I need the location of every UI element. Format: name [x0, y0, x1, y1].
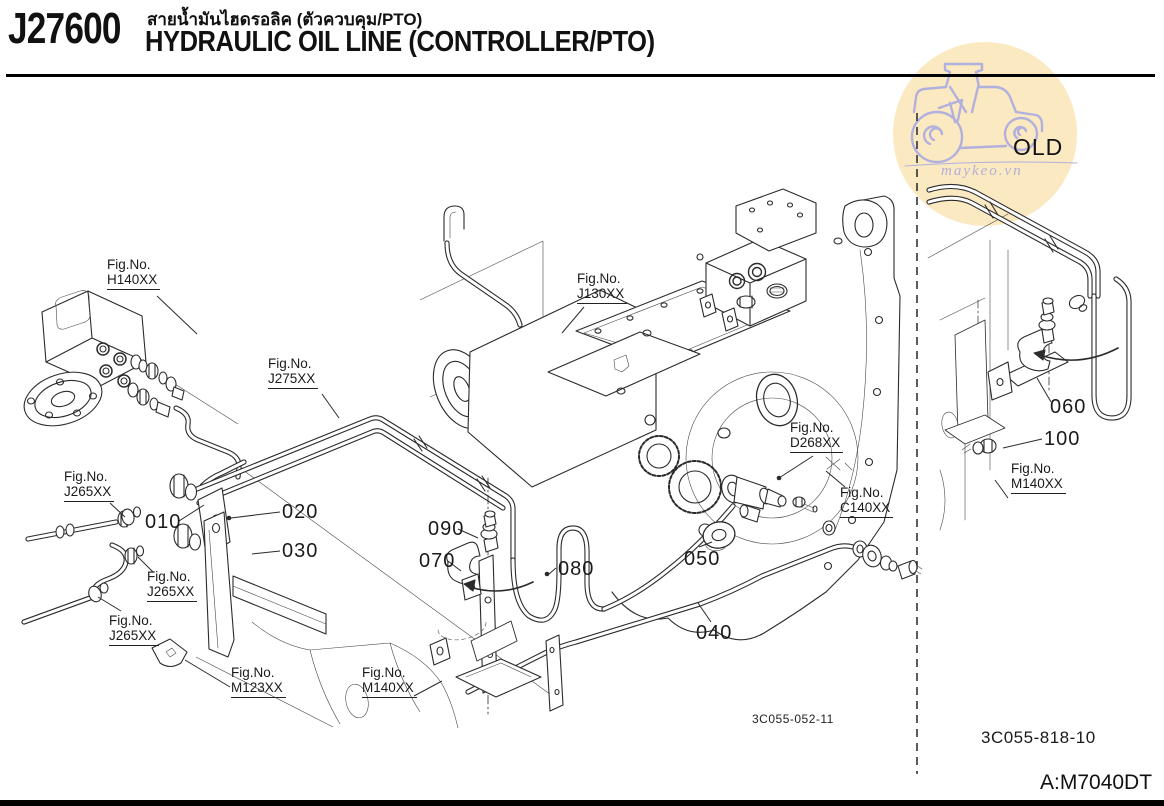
diagram-code-right: 3C055-818-10	[981, 728, 1096, 747]
fig-label-code: M140XX	[1011, 476, 1063, 491]
fig-label-prefix: Fig.No.	[109, 613, 153, 628]
model-code: A:M7040DT	[1040, 771, 1153, 794]
fig-label-c140xx[interactable]: Fig.No. C140XX	[840, 485, 894, 518]
fig-label-prefix: Fig.No.	[107, 257, 151, 272]
fig-label-code: J265XX	[109, 628, 157, 643]
leader-lines	[97, 295, 1052, 697]
header-rule	[6, 74, 1155, 77]
fig-label-prefix: Fig.No.	[1011, 461, 1055, 476]
old-variant-drawing	[926, 183, 1132, 531]
part-ref-060: 060	[1050, 396, 1087, 418]
steering-unit-drawing	[23, 290, 185, 427]
fig-label-code: M140XX	[362, 680, 414, 695]
fig-label-prefix: Fig.No.	[147, 569, 191, 584]
fig-label-j265xx-3[interactable]: Fig.No. J265XX	[109, 613, 160, 646]
page-title: HYDRAULIC OIL LINE (CONTROLLER/PTO)	[145, 26, 655, 58]
fig-label-d268xx[interactable]: Fig.No. D268XX	[790, 420, 844, 453]
fig-label-code: J265XX	[64, 484, 112, 499]
fig-label-code: C140XX	[840, 500, 891, 515]
page-title-code: J27600	[8, 4, 121, 53]
fig-label-prefix: Fig.No.	[362, 665, 406, 680]
fig-label-code: J275XX	[268, 371, 316, 386]
old-variant-label: OLD	[1013, 134, 1064, 160]
part-ref-080: 080	[558, 558, 595, 580]
fig-label-prefix: Fig.No.	[64, 469, 108, 484]
fig-label-m123xx[interactable]: Fig.No. M123XX	[231, 665, 286, 698]
part-ref-030: 030	[282, 540, 319, 562]
part-ref-050: 050	[684, 548, 721, 570]
tractor-icon	[904, 62, 1078, 167]
fig-label-prefix: Fig.No.	[790, 420, 834, 435]
fig-label-code: M123XX	[231, 680, 283, 695]
fig-label-code: H140XX	[107, 272, 158, 287]
fig-label-code: D268XX	[790, 435, 841, 450]
bottom-rule	[0, 800, 1164, 806]
fig-label-prefix: Fig.No.	[231, 665, 275, 680]
diagram-code-left: 3C055-052-11	[752, 712, 834, 726]
fig-label-m140xx-right[interactable]: Fig.No. M140XX	[1011, 461, 1066, 494]
fig-label-h140xx[interactable]: Fig.No. H140XX	[107, 257, 161, 290]
part-ref-010: 010	[145, 511, 182, 533]
engine-drawing	[432, 188, 901, 641]
fig-label-j130xx[interactable]: Fig.No. J130XX	[577, 271, 628, 304]
watermark-logo	[893, 42, 1078, 226]
fig-label-m140xx-center[interactable]: Fig.No. M140XX	[362, 665, 417, 698]
part-ref-040: 040	[696, 622, 733, 644]
page-title-thai: สายน้ำมันไฮดรอลิค (ตัวควบคุม/PTO)	[147, 10, 423, 29]
part-ref-020: 020	[282, 501, 319, 523]
watermark-site-label: maykeo.vn	[941, 163, 1023, 179]
part-ref-070: 070	[419, 550, 456, 572]
part-ref-100: 100	[1044, 428, 1081, 450]
part-ref-090: 090	[428, 518, 465, 540]
fig-label-j265xx-1[interactable]: Fig.No. J265XX	[64, 469, 115, 502]
fig-label-prefix: Fig.No.	[268, 356, 312, 371]
fig-label-j265xx-2[interactable]: Fig.No. J265XX	[147, 569, 198, 602]
fig-label-code: J130XX	[577, 286, 625, 301]
fittings-and-brackets-drawing	[55, 473, 923, 715]
fig-label-prefix: Fig.No.	[577, 271, 621, 286]
fig-label-j275xx[interactable]: Fig.No. J275XX	[268, 356, 319, 389]
fig-label-prefix: Fig.No.	[840, 485, 884, 500]
fig-label-code: J265XX	[147, 584, 195, 599]
